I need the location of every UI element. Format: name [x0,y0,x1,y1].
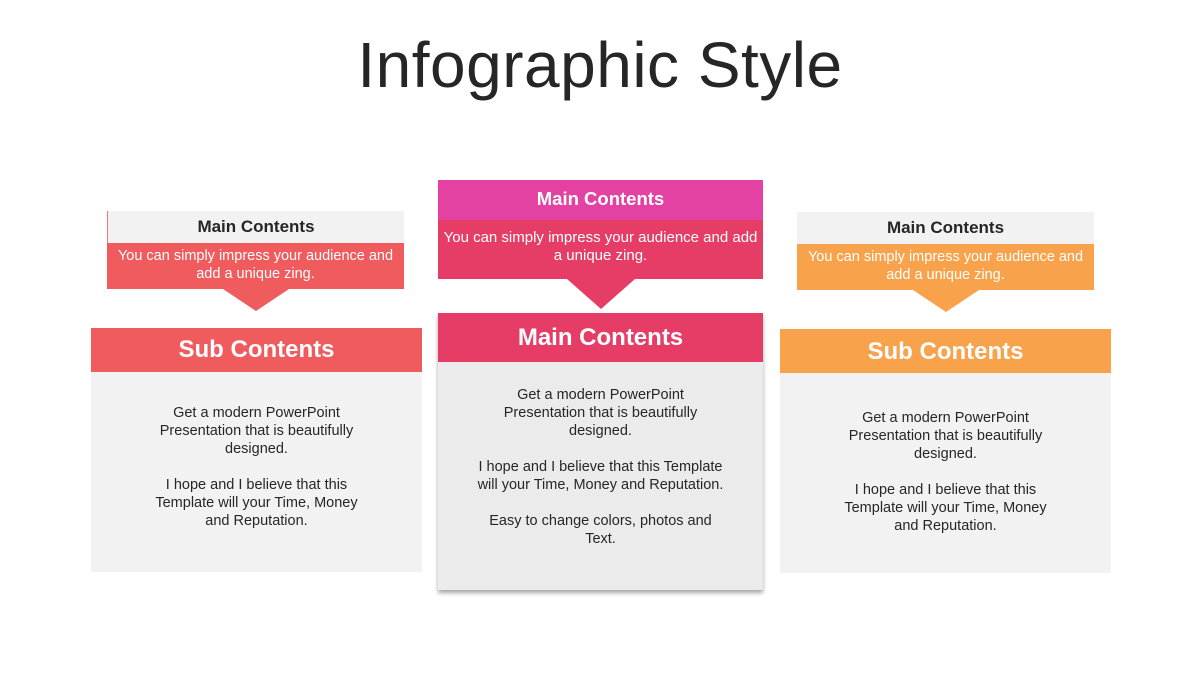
callout-left-pointer [223,289,289,311]
slide-title: Infographic Style [357,29,843,101]
card-right-heading: Sub Contents [780,329,1111,373]
callout-right-pointer [913,290,979,312]
callout-center-pointer [567,279,635,309]
card-center-paragraph: I hope and I believe that this Template … [477,459,724,493]
card-right-paragraph: I hope and I believe that this Template … [844,482,1047,534]
card-right-body: Get a modern PowerPoint Presentation tha… [780,373,1111,535]
callout-center-text: You can simply impress your audience and… [438,220,763,279]
callout-left: Main Contents You can simply impress you… [107,211,404,311]
callout-center-heading: Main Contents [438,180,763,220]
card-right: Sub Contents Get a modern PowerPoint Pre… [780,329,1111,573]
callout-center: Main Contents You can simply impress you… [438,180,763,309]
callout-right-text: You can simply impress your audience and… [797,244,1094,290]
callout-left-heading: Main Contents [107,211,404,243]
card-center-heading: Main Contents [438,313,763,362]
card-center: Main Contents Get a modern PowerPoint Pr… [438,313,763,590]
card-left-body: Get a modern PowerPoint Presentation tha… [91,372,422,530]
card-left-paragraph: I hope and I believe that this Template … [155,477,358,529]
callout-left-text: You can simply impress your audience and… [107,243,404,289]
card-center-body: Get a modern PowerPoint Presentation tha… [438,362,763,548]
card-right-paragraph: Get a modern PowerPoint Presentation tha… [848,410,1043,462]
card-center-paragraph: Easy to change colors, photos and Text. [489,513,712,547]
callout-right: Main Contents You can simply impress you… [797,212,1094,312]
callout-right-heading: Main Contents [797,212,1094,244]
card-left: Sub Contents Get a modern PowerPoint Pre… [91,328,422,572]
card-left-heading: Sub Contents [91,328,422,372]
card-center-paragraph: Get a modern PowerPoint Presentation tha… [503,387,698,439]
card-left-paragraph: Get a modern PowerPoint Presentation tha… [159,405,354,457]
